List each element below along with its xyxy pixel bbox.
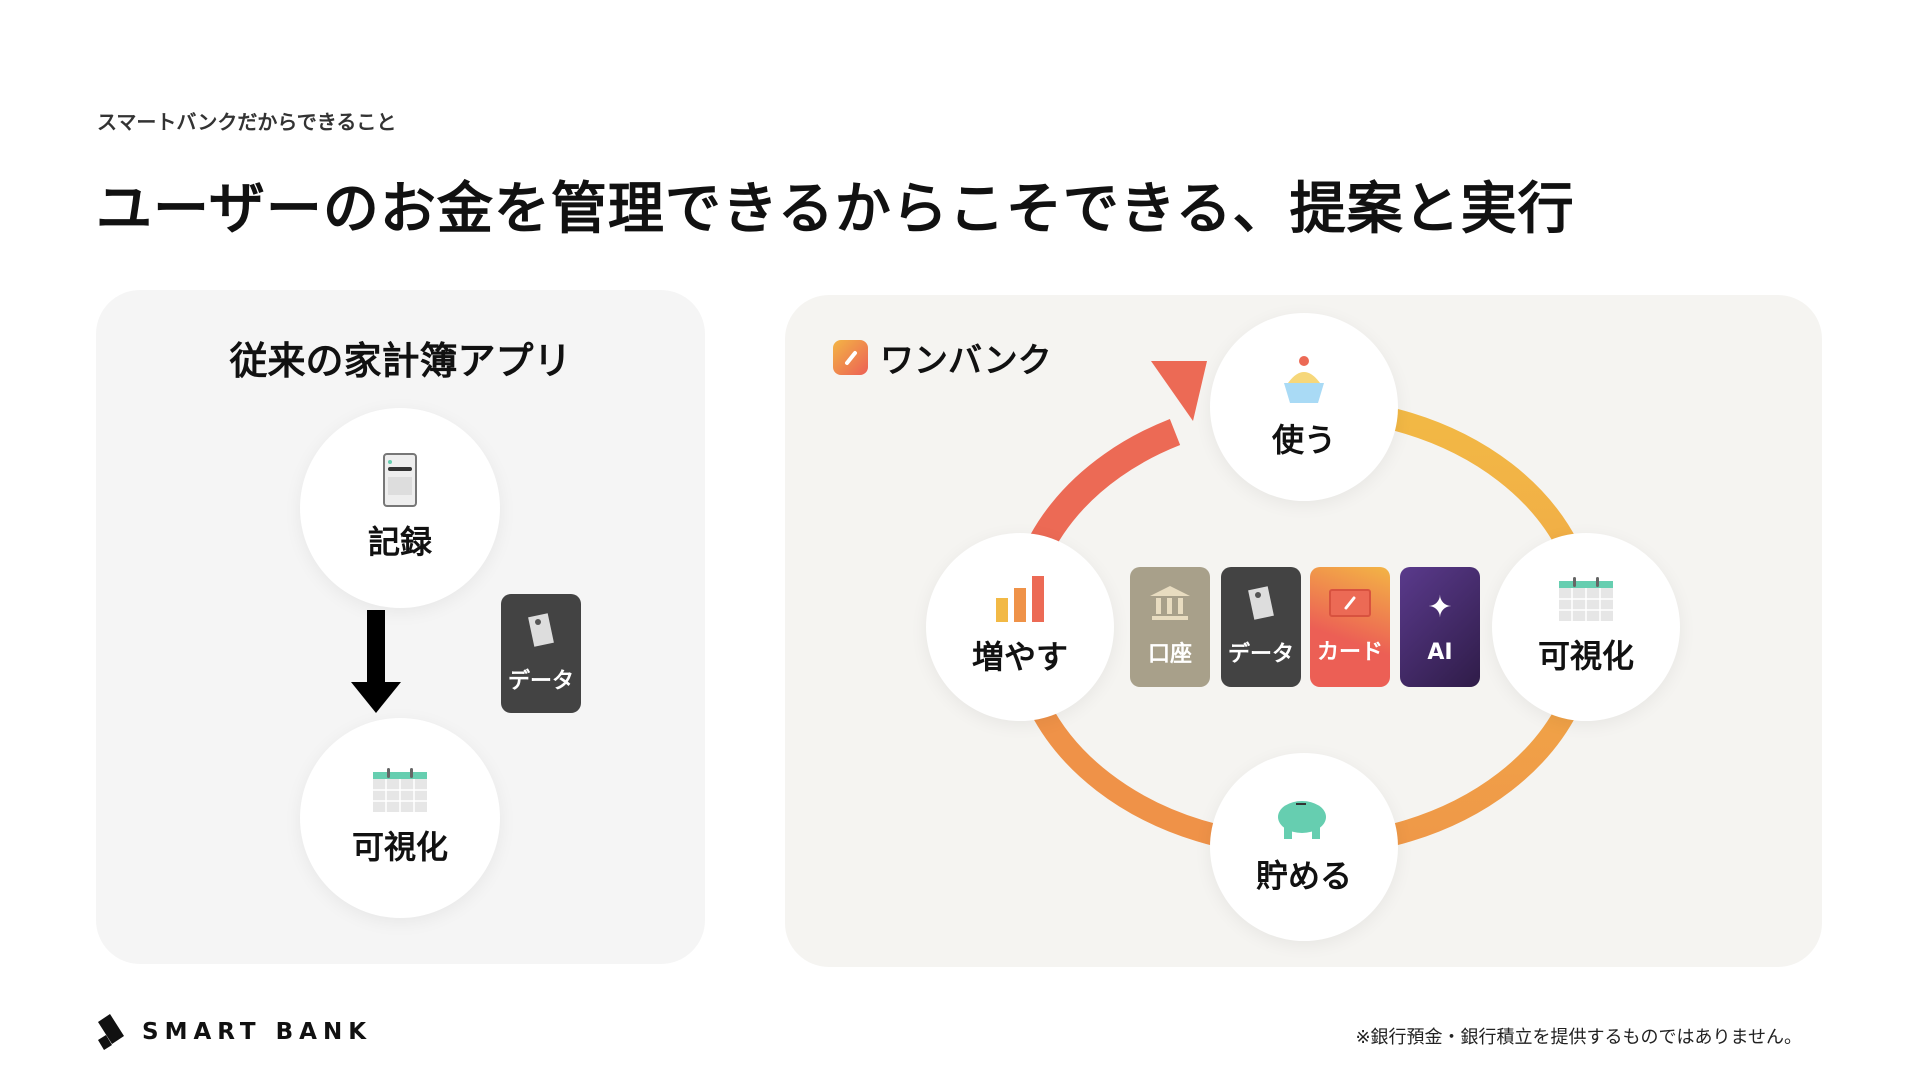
card-label: データ [1227,642,1294,667]
footer-brand: SMART BANK [142,1019,373,1045]
cycle-visualize: 可視化 [1492,533,1680,721]
cycle-label: 増やす [971,638,1068,676]
onebank-panel: ワンバンク 使う 可視化 貯める 増やす 口座 データ カード ✦ AI [785,295,1822,967]
brand-name: ワンバンク [880,341,1052,381]
card-label: AI [1427,639,1453,665]
traditional-app-panel: 従来の家計簿アプリ 記録 可視化 データ [96,290,705,964]
cycle-label: 可視化 [1537,637,1634,675]
step-visualize: 可視化 [300,718,500,918]
section-subtitle: スマートバンクだからできること [97,110,397,134]
cycle-save: 貯める [1210,753,1398,941]
step-record: 記録 [300,408,500,608]
cycle-grow: 増やす [926,533,1114,721]
card-account: 口座 [1130,567,1210,687]
card-label: カード [1316,640,1383,665]
page-title: ユーザーのお金を管理できるからこそできる、提案と実行 [96,177,1575,242]
step-label: 記録 [367,523,432,561]
onebank-logo: ワンバンク [833,333,1052,382]
smartbank-logo-icon [98,1014,124,1050]
arrowhead-icon [1151,361,1207,421]
bank-icon [1150,586,1190,620]
receipt-icon [1248,586,1274,620]
smartbank-logo: SMART BANK [96,1014,372,1050]
panel-title: 従来の家計簿アプリ [229,339,572,383]
cycle-label: 貯める [1255,857,1352,895]
cycle-label: 使う [1271,421,1336,459]
down-arrow-icon [351,610,401,713]
card-card: カード [1310,567,1390,687]
cupcake-icon [1284,356,1324,403]
calendar-icon [1559,577,1613,621]
bar-chart-icon [996,576,1044,622]
step-label: 可視化 [351,828,448,866]
data-card: データ [501,594,581,713]
card-label: 口座 [1147,642,1192,667]
calendar-icon [373,768,427,812]
disclaimer: ※銀行預金・銀行積立を提供するものではありません。 [1355,1027,1802,1048]
onebank-logo-icon [833,340,868,375]
phone-keypad-icon [383,453,417,507]
piggy-bank-icon [1278,801,1326,839]
card-icon [1329,589,1371,617]
cycle-use: 使う [1210,313,1398,501]
card-data: データ [1221,567,1301,687]
receipt-icon [528,612,554,647]
sparkle-icon: ✦ [1427,589,1453,625]
card-ai: ✦ AI [1400,567,1480,687]
card-label: データ [507,668,574,694]
